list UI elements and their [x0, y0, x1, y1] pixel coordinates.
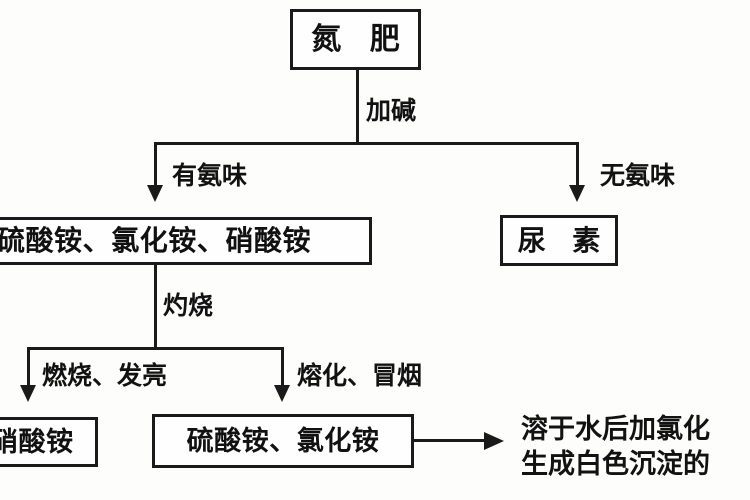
connector-split-bar-level1 — [154, 142, 579, 145]
arrow-down-has-ammonia — [147, 185, 163, 202]
annotation-barium-test: 溶于水后加氯化 生成白色沉淀的 — [521, 413, 750, 482]
node-ammonium-salts: 硫酸铵、氯化铵、硝酸铵 — [0, 217, 372, 265]
arrow-down-burns-bright — [20, 385, 36, 402]
connector-left-drop-level2 — [27, 347, 30, 387]
connector-right-drop-level2 — [281, 347, 284, 387]
arrow-down-melts-smoke — [274, 385, 290, 402]
annotation-barium-test-line2: 生成白色沉淀的 — [521, 448, 710, 480]
connector-left-drop-level1 — [154, 142, 157, 187]
annotation-barium-test-line1: 溶于水后加氯化 — [521, 414, 710, 445]
node-urea-label: 尿 素 — [517, 223, 609, 257]
node-sulfate-chloride-label: 硫酸铵、氯化铵 — [186, 425, 380, 457]
node-ammonium-nitrate: 硝酸铵 — [0, 417, 98, 467]
connector-ignite-stem — [154, 265, 157, 350]
edge-label-has-ammonia: 有氨味 — [172, 161, 248, 190]
node-urea: 尿 素 — [500, 215, 618, 266]
node-ammonium-nitrate-label: 硝酸铵 — [0, 426, 74, 458]
edge-label-ignite: 灼烧 — [163, 291, 214, 320]
connector-right-drop-level1 — [576, 142, 579, 187]
node-nitrogen-fertilizer: 氮 肥 — [290, 9, 421, 70]
node-nitrogen-fertilizer-label: 氮 肥 — [311, 21, 409, 57]
edge-label-melts-smoke: 熔化、冒烟 — [297, 361, 423, 390]
arrow-down-no-ammonia — [569, 185, 585, 202]
node-ammonium-salts-label: 硫酸铵、氯化铵、硝酸铵 — [0, 224, 312, 257]
connector-split-bar-level2 — [27, 347, 283, 350]
connector-to-barium-test — [414, 439, 486, 442]
connector-fertilizer-stem — [356, 70, 359, 144]
edge-label-add-alkali: 加碱 — [366, 96, 417, 125]
edge-label-no-ammonia: 无氨味 — [600, 161, 676, 190]
edge-label-burns-bright: 燃烧、发亮 — [42, 361, 168, 390]
arrow-right-barium-test — [484, 432, 504, 450]
node-sulfate-chloride: 硫酸铵、氯化铵 — [152, 414, 414, 468]
